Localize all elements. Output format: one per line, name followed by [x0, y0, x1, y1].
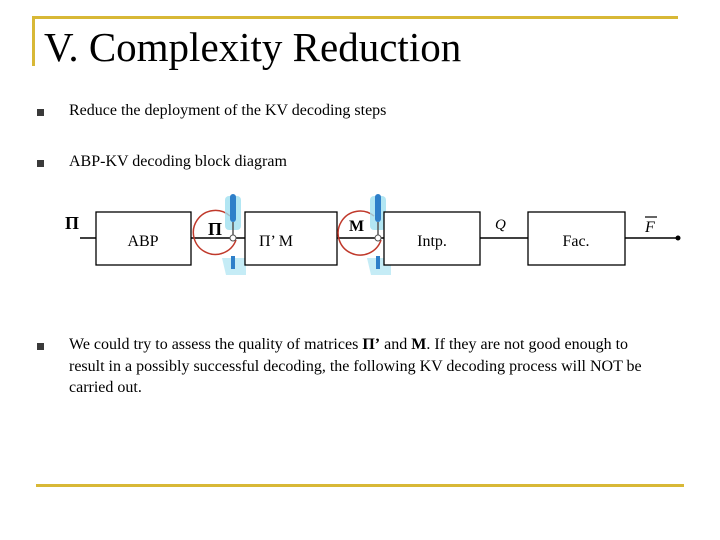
- para-part1: We could try to assess the quality of ma…: [69, 336, 362, 353]
- block-factorization-label: Fac.: [562, 233, 589, 250]
- switch-1-pi-label: Π: [208, 219, 222, 239]
- switch-2-m-label: M: [349, 218, 364, 235]
- input-pi-label: Π: [65, 213, 79, 233]
- abp-kv-block-diagram: Π ABP Π Π’ M M Intp. Q Fac. F: [0, 0, 720, 330]
- pi-prime-text: Π’ M: [259, 233, 293, 250]
- para-pi-prime: Π’: [362, 336, 380, 353]
- para-m: M: [411, 336, 426, 353]
- para-and: and: [380, 336, 411, 353]
- block-pi-prime-label: Π’ M: [259, 233, 293, 250]
- output-f-label: F: [644, 219, 655, 236]
- switch-2: [338, 194, 391, 275]
- block-interpolation-label: Intp.: [417, 233, 447, 250]
- output-dot: [676, 236, 681, 241]
- q-label: Q: [495, 217, 506, 233]
- bullet-marker: [37, 343, 44, 350]
- quality-assessment-paragraph: We could try to assess the quality of ma…: [69, 334, 659, 399]
- frame-bottom-rule: [36, 484, 684, 487]
- block-abp-label: ABP: [127, 233, 158, 250]
